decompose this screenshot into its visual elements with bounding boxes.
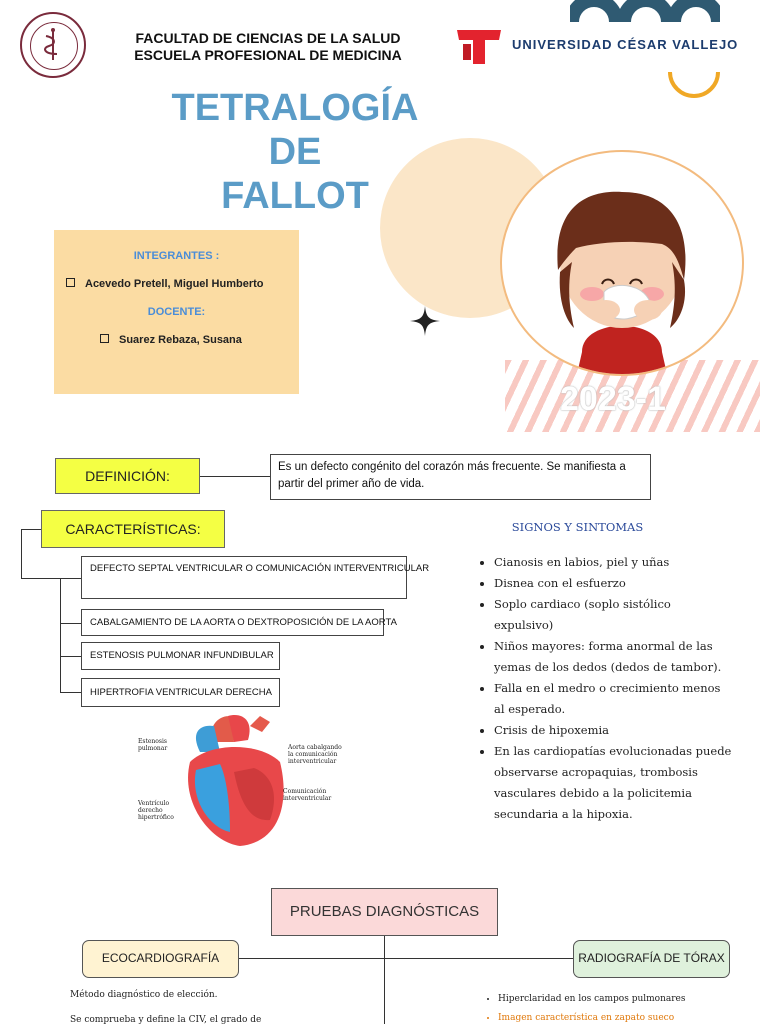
connector-line <box>60 656 81 657</box>
university-name: UNIVERSIDAD CÉSAR VALLEJO <box>512 37 739 52</box>
integrante-item: Acevedo Pretell, Miguel Humberto <box>66 278 263 290</box>
title-line-2: DE <box>268 131 322 173</box>
echo-label: ECOCARDIOGRAFÍA <box>82 940 239 978</box>
definition-label: DEFINICIÓN: <box>55 458 200 494</box>
characteristic-item: DEFECTO SEPTAL VENTRICULAR O COMUNICACIÓ… <box>81 556 429 599</box>
heart-diagram <box>188 715 284 846</box>
docente-name: Suarez Rebaza, Susana <box>119 334 242 346</box>
heart-label-estenosis: Estenosis pulmonar <box>138 738 168 752</box>
faculty-seal <box>20 12 86 78</box>
sparkle-icon <box>410 306 440 336</box>
faculty-name: FACULTAD DE CIENCIAS DE LA SALUD <box>135 30 401 46</box>
list-item: Disnea con el esfuerzo <box>494 573 732 594</box>
page-title: TETRALOGÍA DE FALLOT <box>150 86 440 218</box>
xray-label: RADIOGRAFÍA DE TÓRAX <box>573 940 730 978</box>
school-name: ESCUELA PROFESIONAL DE MEDICINA <box>134 47 402 63</box>
characteristics-label: CARACTERÍSTICAS: <box>41 510 225 548</box>
list-item: Imagen característica en zapato sueco <box>498 1009 686 1028</box>
connector-line <box>21 578 81 579</box>
characteristic-item: HIPERTROFIA VENTRICULAR DERECHA <box>81 678 280 707</box>
list-item: En las cardiopatías evolucionadas puede … <box>494 741 732 825</box>
xray-list: Hiperclaridad en los campos pulmonares I… <box>478 990 686 1028</box>
sick-girl-illustration <box>500 150 744 376</box>
list-item: Soplo cardiaco (soplo sistólico expulsiv… <box>494 594 732 636</box>
connector-line <box>384 936 385 1024</box>
connector-line <box>60 623 81 624</box>
signs-list: Cianosis en labios, piel y uñas Disnea c… <box>472 552 732 825</box>
connector-line <box>60 692 81 693</box>
diagnostics-title: PRUEBAS DIAGNÓSTICAS <box>271 888 498 936</box>
title-line-1: TETRALOGÍA <box>171 87 419 129</box>
signs-title: SIGNOS Y SINTOMAS <box>511 520 644 534</box>
list-item: Cianosis en labios, piel y uñas <box>494 552 732 573</box>
heart-label-comunicacion: Comunicación interventricular <box>283 788 332 802</box>
year-label: 2023-1 <box>560 380 666 418</box>
integrantes-label: INTEGRANTES : <box>133 250 220 262</box>
connector-line <box>60 578 61 692</box>
decorative-arcs <box>570 0 720 98</box>
title-line-3: FALLOT <box>221 175 369 217</box>
university-logo-icon <box>457 30 501 64</box>
members-box: INTEGRANTES : Acevedo Pretell, Miguel Hu… <box>54 230 299 394</box>
list-item: Crisis de hipoxemia <box>494 720 732 741</box>
characteristic-item: CABALGAMIENTO DE LA AORTA O DEXTROPOSICI… <box>81 609 397 636</box>
connector-line <box>21 529 41 530</box>
docente-item: Suarez Rebaza, Susana <box>100 334 242 346</box>
list-item: Falla en el medro o crecimiento menos al… <box>494 678 732 720</box>
checkbox-bullet-icon <box>100 334 109 343</box>
definition-text: Es un defecto congénito del corazón más … <box>270 454 651 500</box>
connector-line <box>200 476 270 477</box>
heart-label-aorta: Aorta cabalgando la comunicación interve… <box>288 744 342 765</box>
echo-text-1: Método diagnóstico de elección. <box>70 990 218 1000</box>
connector-line <box>239 958 573 959</box>
echo-text-2: Se comprueba y define la CIV, el grado d… <box>70 1015 262 1025</box>
connector-line <box>21 529 22 579</box>
list-item: Hiperclaridad en los campos pulmonares <box>498 990 686 1009</box>
header-faculty-title: FACULTAD DE CIENCIAS DE LA SALUD ESCUELA… <box>108 30 428 64</box>
list-item: Niños mayores: forma anormal de las yema… <box>494 636 732 678</box>
integrante-name: Acevedo Pretell, Miguel Humberto <box>85 278 264 290</box>
checkbox-bullet-icon <box>66 278 75 287</box>
docente-label: DOCENTE: <box>147 306 206 318</box>
characteristic-item: ESTENOSIS PULMONAR INFUNDIBULAR <box>81 642 280 670</box>
heart-label-ventriculo: Ventrículo derecho hipertrófico <box>138 800 174 821</box>
